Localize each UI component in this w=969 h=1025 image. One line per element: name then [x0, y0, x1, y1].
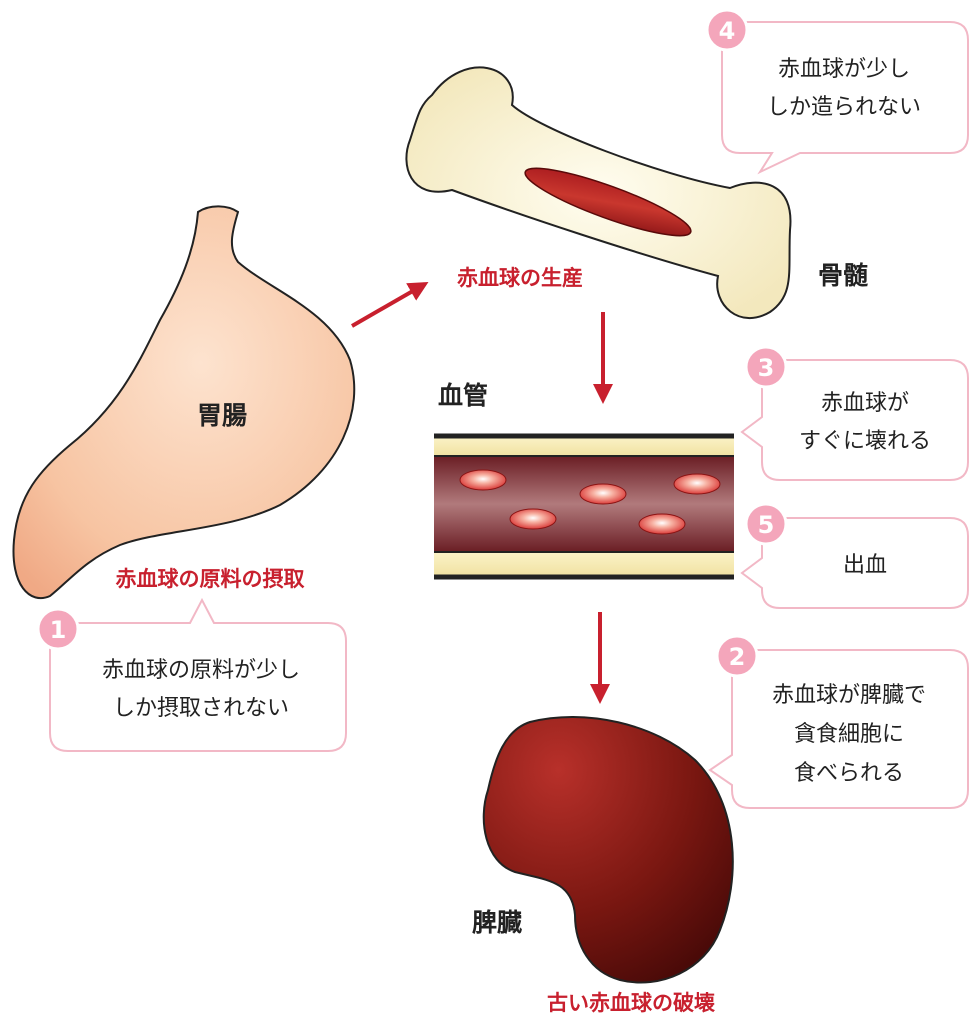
red-blood-cell [639, 514, 685, 534]
cause-number-1: 1 [50, 616, 67, 644]
cause-2-line-1: 赤血球が脾臓で [772, 683, 926, 708]
cause-1-line-1: 赤血球の原料が少し [102, 658, 300, 683]
blood-vessel [434, 436, 734, 577]
arrow-gut-to-marrow [352, 284, 425, 326]
spleen-illustration [484, 717, 733, 983]
cause-2-line-2: 貪食細胞に [794, 722, 904, 747]
cause-bubble-4: 4 赤血球が少し しか造られない [707, 10, 968, 172]
red-blood-cell [674, 474, 720, 494]
vessel-wall-bottom [434, 552, 734, 576]
cause-bubble-1: 1 赤血球の原料が少し しか摂取されない [38, 600, 346, 751]
cause-4-line-2: しか造られない [767, 95, 921, 120]
marrow-label: 骨髄 [818, 261, 868, 290]
stomach-illustration [13, 206, 354, 598]
cause-number-2: 2 [729, 643, 746, 671]
spleen-label: 脾臓 [472, 908, 522, 937]
cause-bubble-5: 5 出血 [742, 504, 968, 608]
cause-1-line-2: しか摂取されない [113, 696, 289, 721]
cause-2-line-3: 食べられる [794, 761, 904, 786]
vessel-wall-top [434, 436, 734, 456]
intake-step-label: 赤血球の原料の摂取 [116, 567, 305, 591]
cause-3-line-1: 赤血球が [821, 391, 909, 416]
red-blood-cell [580, 484, 626, 504]
gut-label: 胃腸 [197, 401, 247, 430]
cause-bubble-3: 3 赤血球が すぐに壊れる [742, 347, 968, 480]
production-step-label: 赤血球の生産 [457, 266, 583, 290]
cause-bubble-2: 2 赤血球が脾臓で 貪食細胞に 食べられる [710, 636, 968, 808]
cause-number-5: 5 [758, 511, 775, 539]
destruction-step-label: 古い赤血球の破壊 [547, 991, 715, 1015]
cause-number-3: 3 [758, 354, 775, 382]
red-blood-cell [510, 509, 556, 529]
cause-4-line-1: 赤血球が少し [778, 57, 910, 82]
red-blood-cell [460, 470, 506, 490]
cause-number-4: 4 [719, 17, 736, 45]
cause-5-line-1: 出血 [843, 553, 887, 578]
vessel-label: 血管 [438, 381, 488, 410]
cause-3-line-2: すぐに壊れる [799, 429, 931, 454]
